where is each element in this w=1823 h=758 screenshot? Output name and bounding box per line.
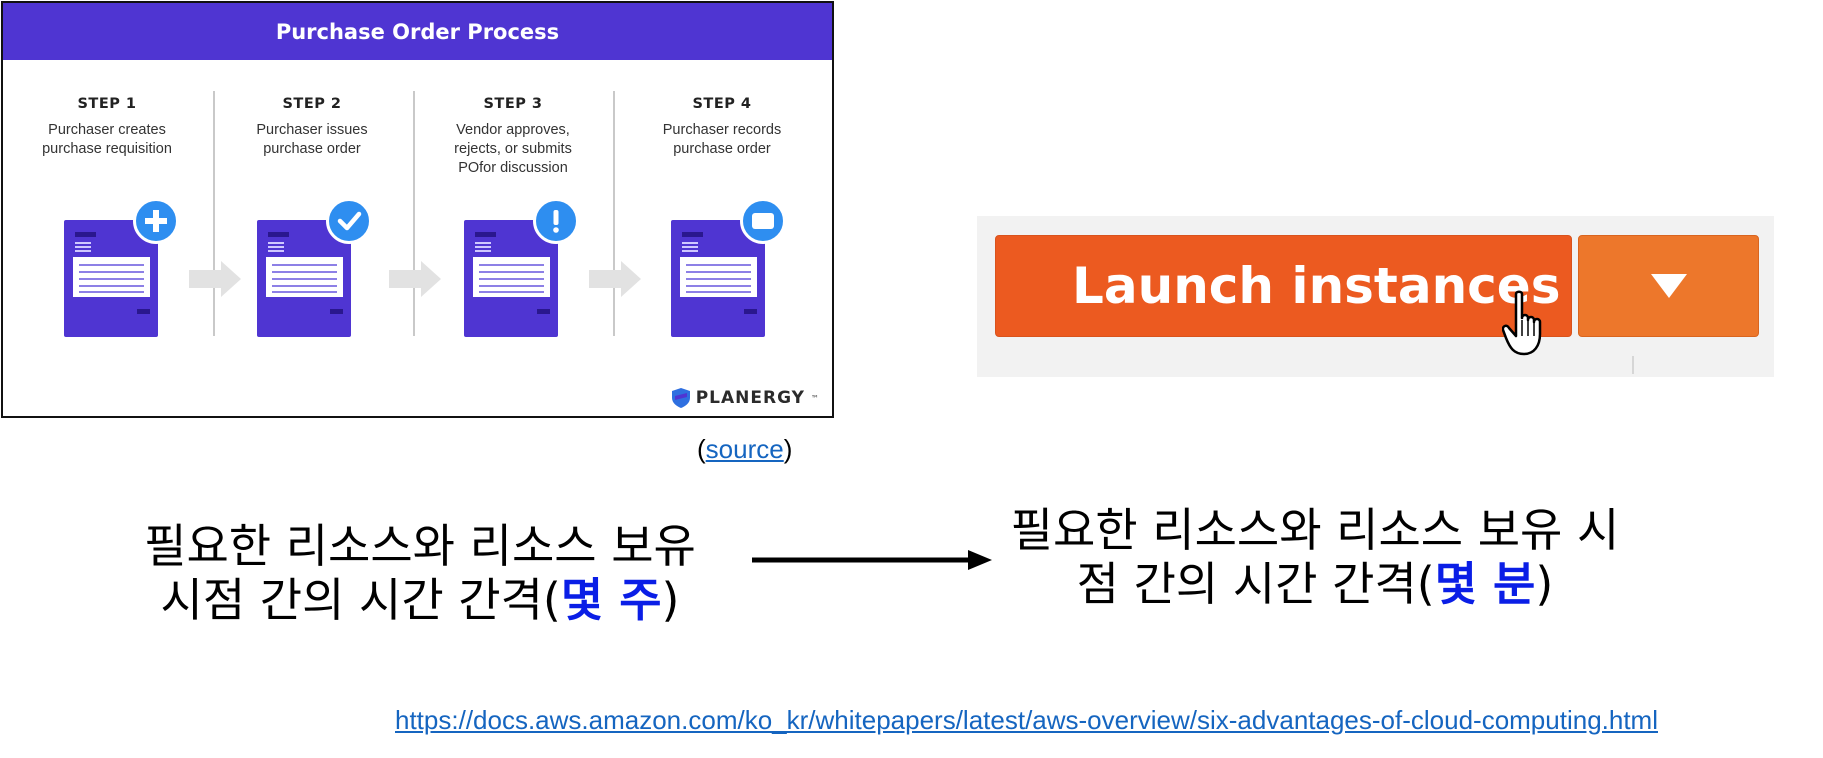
step-2-description: Purchaser issues purchase order <box>256 122 368 157</box>
step-4: STEP 4 Purchaser records purchase order <box>622 60 822 159</box>
step-2-label: STEP 2 <box>282 96 342 112</box>
purchase-order-infographic: Purchase Order Process STEP 1 Purchaser … <box>1 1 834 418</box>
step-3: STEP 3 Vendor approves, rejects, or subm… <box>413 60 613 178</box>
shield-icon <box>671 388 690 408</box>
step-1-description: Purchaser creates purchase requisition <box>42 122 172 157</box>
step-divider <box>213 91 215 336</box>
step-1-label: STEP 1 <box>77 96 137 112</box>
highlight-minutes: 몇 분 <box>1434 557 1536 611</box>
document-icon <box>464 220 558 337</box>
step-divider <box>613 91 615 336</box>
document-icon <box>671 220 765 337</box>
launch-panel: Launch instances <box>977 216 1774 377</box>
card-icon <box>740 198 786 244</box>
launch-instances-button[interactable]: Launch instances <box>995 235 1572 337</box>
after-description: 필요한 리소스와 리소스 보유 시 점 간의 시간 간격(몇 분) <box>1010 503 1620 611</box>
step-3-description: Vendor approves, rejects, or submits POf… <box>454 122 572 176</box>
arrow-right-icon <box>189 261 241 297</box>
source-link[interactable]: source <box>705 434 784 464</box>
step-3-label: STEP 3 <box>483 96 543 112</box>
divider-tick <box>1632 356 1634 374</box>
before-description: 필요한 리소스와 리소스 보유 시점 간의 시간 간격(몇 주) <box>144 519 696 627</box>
highlight-weeks: 몇 주 <box>560 573 662 627</box>
arrow-right-icon <box>752 550 992 570</box>
step-2: STEP 2 Purchaser issues purchase order <box>212 60 412 159</box>
step-divider <box>413 91 415 336</box>
step-4-description: Purchaser records purchase order <box>662 122 782 157</box>
infographic-title: Purchase Order Process <box>3 3 832 60</box>
arrow-right-icon <box>589 261 641 297</box>
caret-down-icon <box>1650 274 1687 298</box>
plus-icon <box>133 198 179 244</box>
steps-row: STEP 1 Purchaser creates purchase requis… <box>3 60 832 360</box>
exclamation-icon <box>533 198 579 244</box>
launch-dropdown-button[interactable] <box>1578 235 1759 337</box>
reference-link[interactable]: https://docs.aws.amazon.com/ko_kr/whitep… <box>395 705 1658 735</box>
arrow-right-icon <box>389 261 441 297</box>
brand-name: PLANERGY <box>695 388 805 408</box>
step-4-label: STEP 4 <box>692 96 752 112</box>
source-citation: (source) <box>697 434 793 464</box>
hand-cursor-icon <box>1502 290 1542 356</box>
step-1: STEP 1 Purchaser creates purchase requis… <box>7 60 207 159</box>
document-icon <box>257 220 351 337</box>
check-icon <box>326 198 372 244</box>
